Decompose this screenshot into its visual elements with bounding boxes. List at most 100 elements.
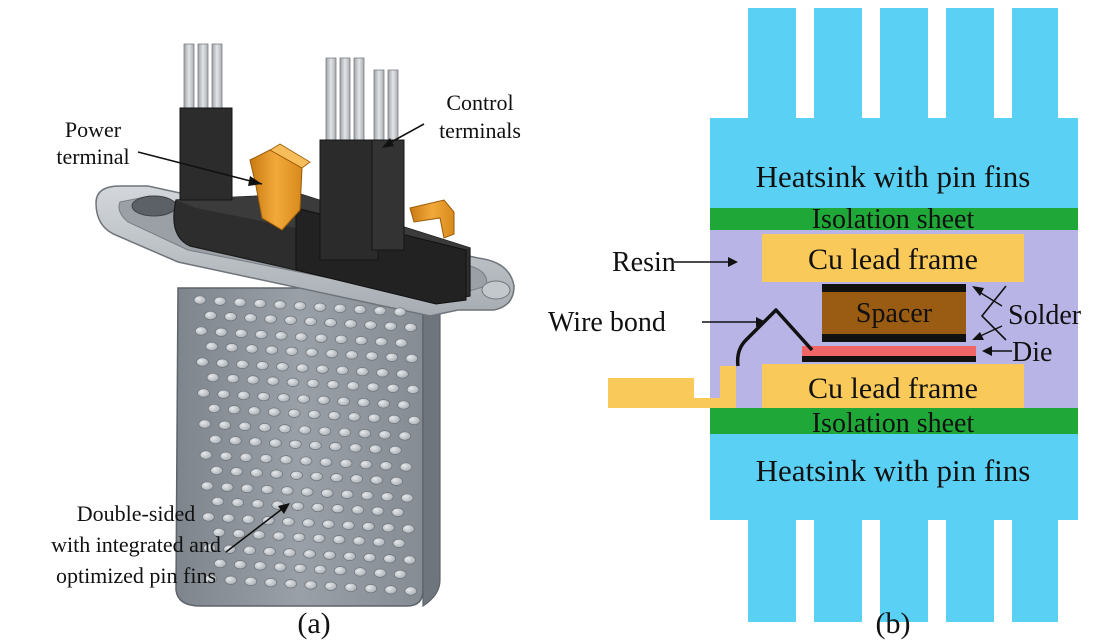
pin-fin [333,303,347,313]
pin-fin [350,474,363,484]
pin-fin [332,535,346,545]
pin-fin [357,398,370,408]
isolation-top-label: Isolation sheet [812,204,975,235]
pin-fin [340,489,354,499]
pin-fin [362,522,375,532]
pin-fin [247,406,261,416]
external-lead [608,366,736,408]
pin-fin [313,302,327,312]
solder-arrowhead-bottom [972,332,984,340]
external-lead-post [720,366,736,408]
power-terminal-arrowhead [248,176,262,186]
pin-fin [234,328,248,338]
pin-fin [323,550,336,560]
die-arrowhead [982,346,992,356]
pin-fin [351,505,365,515]
pin-fin [310,471,323,482]
pin-fin [200,481,214,491]
pin-fin [286,377,300,387]
pin-fin [384,585,398,595]
pin-fin [225,343,239,353]
pin-fin [279,455,293,465]
pin-fin [229,436,242,446]
pin-fin [353,305,367,315]
pin-fin [305,347,319,358]
pin-fin [224,312,237,322]
pin-fin [284,579,298,589]
pin-fin [363,553,376,563]
pin-fin [244,313,257,323]
pin-fin [313,564,327,575]
pin-fin [407,415,421,426]
pin-fin [203,543,216,553]
pin-fin [284,315,297,325]
pin-fin [370,475,383,485]
pin-fin [326,380,340,390]
pin-fin [226,374,240,384]
bottom-pin-fins [748,520,1058,622]
pin-fin [319,457,333,467]
pin-fin [199,450,213,460]
pin-fin [243,545,256,555]
pin-fin [257,392,270,402]
pin-fin [314,333,328,343]
pin-fin [345,350,359,360]
pin-fin [238,421,252,431]
pin-fin [378,430,392,440]
pin-fin [217,389,230,399]
pin-fin [303,549,316,559]
pin-fin [294,332,308,342]
control-terminals-arrowhead [382,138,394,148]
control-terminal-pins [319,57,405,261]
pin-fin [220,482,234,492]
pin-fin [389,445,402,455]
pin-fin [386,383,400,393]
solder-top [822,284,966,292]
pin-fin [193,295,207,305]
pin-fin [325,349,339,359]
heatsink-bottom [710,434,1078,520]
pin-fin [404,322,417,333]
module-rim-hole-left [131,195,177,217]
pin-fin [343,551,356,561]
pin-fin [212,527,226,538]
pin-fin [379,461,393,471]
pin-fin [364,320,377,330]
pin-fin [256,361,269,371]
pin-fin [398,431,412,441]
small-terminal-tab [409,199,455,239]
pin-fin [204,310,217,321]
spacer [822,292,966,334]
pin-fin [300,487,314,497]
pin-fin [204,574,218,584]
pin-fin [269,438,282,448]
pin-fin [372,537,386,547]
solder-bottom [822,334,966,342]
pin-fin [213,558,227,569]
solder-label: Solder [1008,300,1082,331]
pin-fin [344,319,357,329]
pin-fins-label-line1: Double-sided [77,501,196,526]
pin-fin [359,460,373,470]
panel-b-caption: (b) [876,607,911,640]
pin-fin [277,393,290,403]
solder-die [802,356,976,362]
pin-fin [289,439,302,449]
wire-bond-label: Wire bond [548,307,666,338]
pin-fin [197,388,210,398]
pin-fin [394,338,408,348]
spacer-label: Spacer [856,298,933,329]
pin-fin [339,458,353,468]
panel-a-caption: (a) [297,607,330,640]
pin-fin [405,353,419,364]
pin-fin [272,531,286,541]
pin-fin [360,491,374,501]
pin-fin [287,408,301,418]
pin-fin [354,336,368,346]
pin-fin [312,533,326,544]
pin-fin [304,580,318,590]
pin-fin [383,554,396,564]
pin-fin [218,420,232,430]
pin-fin [365,351,379,361]
